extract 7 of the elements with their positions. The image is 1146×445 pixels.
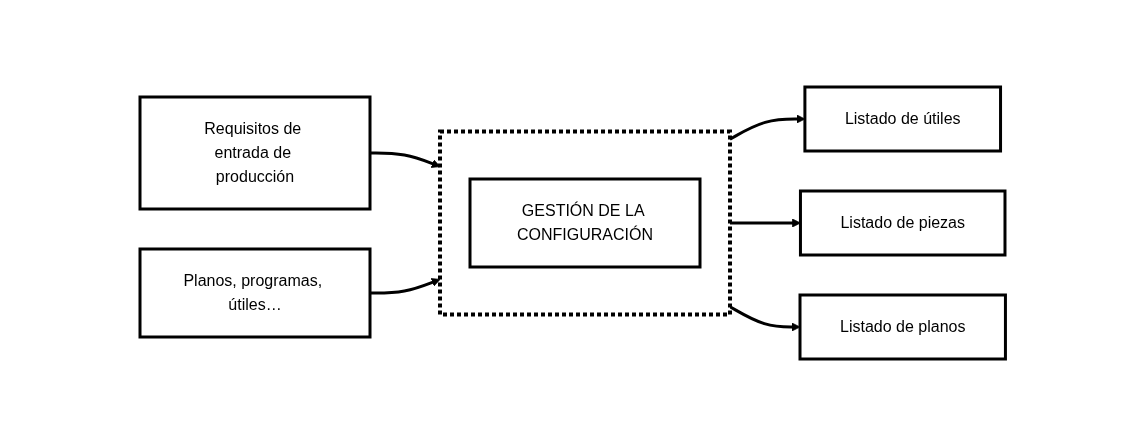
node-box: Requisitos de entrada de producción (138, 95, 372, 210)
node-box: Listado de útiles (803, 85, 1003, 152)
cluster (438, 129, 733, 316)
node-box: Listado de planos (798, 293, 1008, 360)
node-box: GESTIÓN DE LA CONFIGURACIÓN (468, 177, 702, 268)
node-box: Planos, programas, útiles… (138, 247, 372, 338)
node-box: Listado de piezas (799, 189, 1007, 256)
